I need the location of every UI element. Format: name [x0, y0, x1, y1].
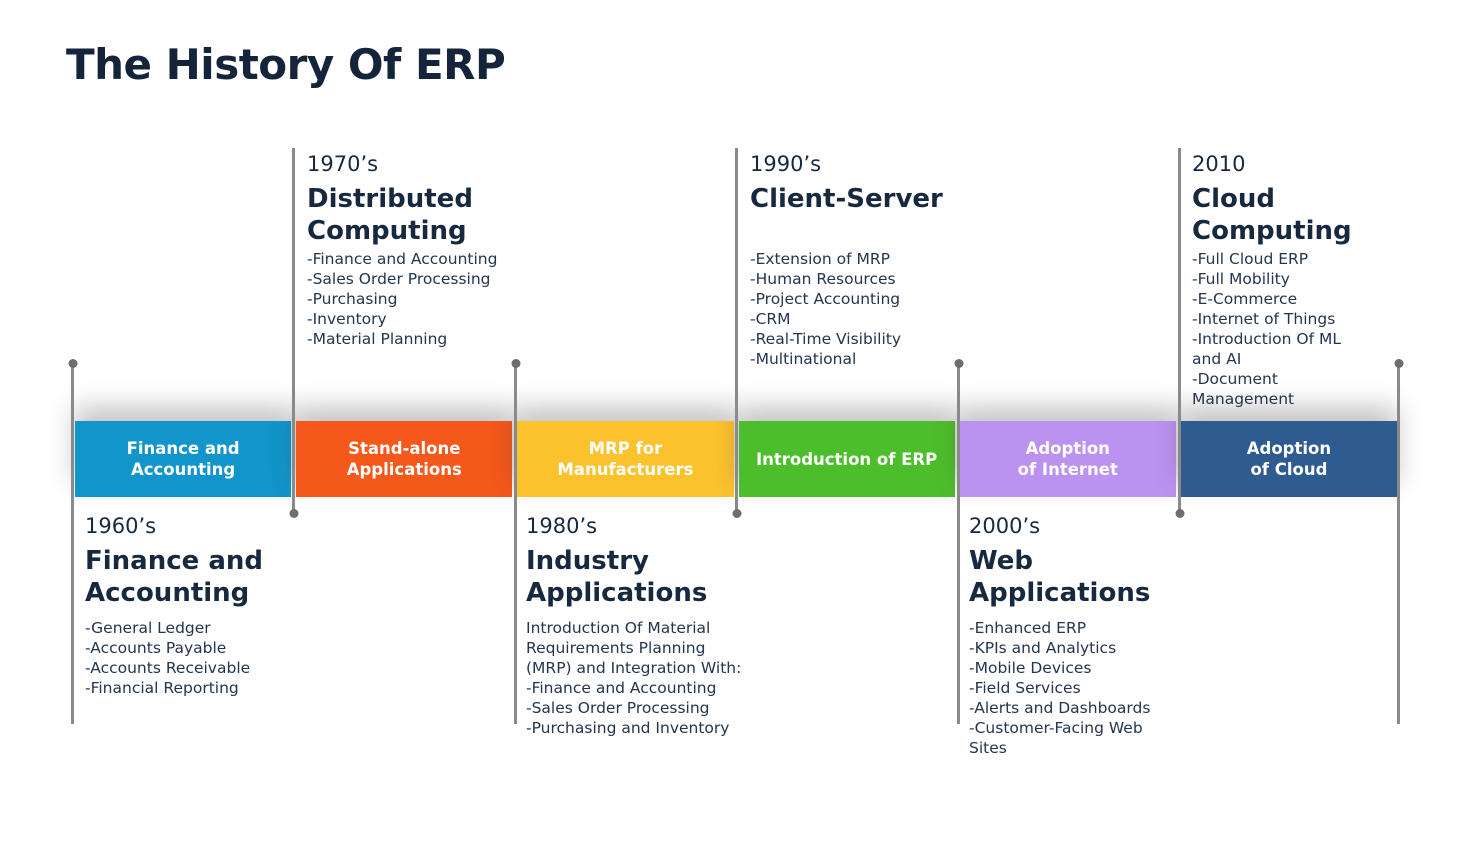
timeline-dot [1394, 359, 1403, 368]
bullet-item: -Financial Reporting [85, 679, 239, 697]
bullet-item: -Extension of MRP [750, 250, 890, 268]
bullet-item: -Purchasing and Inventory [526, 719, 730, 737]
bullet-item: -Mobile Devices [969, 659, 1092, 677]
bullet-item: -Purchasing [307, 290, 398, 308]
era-column-1980s: 1980’s Industry Applications Introductio… [526, 513, 774, 738]
era-decade: 1980’s [526, 514, 598, 538]
bullet-item: -Enhanced ERP [969, 619, 1087, 637]
era-block-label: MRP for Manufacturers [557, 439, 694, 479]
bullet-item: -Introduction Of ML and AI [1192, 330, 1341, 368]
timeline-dot [732, 509, 741, 518]
era-block-1990s: Introduction of ERP [738, 421, 955, 497]
bullet-item: -Multinational [750, 350, 857, 368]
bullet-item: -CRM [750, 310, 791, 328]
bullet-item: -Material Planning [307, 330, 448, 348]
era-block-1980s: MRP for Manufacturers [517, 421, 734, 497]
bullet-item: -Finance and Accounting [526, 679, 717, 697]
era-block-1960s: Finance and Accounting [75, 421, 292, 497]
page-title: The History Of ERP [66, 40, 506, 89]
era-heading: Cloud Computing [1192, 184, 1352, 246]
timeline-bar: Finance and Accounting Stand-alone Appli… [75, 421, 1398, 497]
timeline-dot [1175, 509, 1184, 518]
bullet-item: -Customer-Facing Web Sites [969, 719, 1143, 757]
bullet-item: -Finance and Accounting [307, 250, 498, 268]
bullet-item: -Human Resources [750, 270, 896, 288]
timeline-marker-line-2000s [954, 359, 963, 724]
bullet-item: -Accounts Receivable [85, 659, 251, 677]
era-block-label: Introduction of ERP [755, 449, 938, 469]
bullet-item: -KPIs and Analytics [969, 639, 1117, 657]
era-block-label: Adoption of Internet [1017, 439, 1118, 479]
era-heading: Web Applications [969, 546, 1151, 608]
era-block-label: Stand-alone Applications [346, 439, 462, 479]
era-bullet-list: -General Ledger -Accounts Payable -Account… [85, 618, 300, 698]
era-bullet-list: -Enhanced ERP -KPIs and Analytics -Mobile … [969, 618, 1191, 758]
era-column-2010: 2010 Cloud Computing -Full Cloud ERP-Ful… [1192, 151, 1380, 409]
era-heading: Finance and Accounting [85, 546, 264, 608]
era-bullet-list: -Extension of MRP -Human Resources -Projec… [750, 249, 978, 369]
timeline-marker-line-end [1394, 359, 1403, 724]
era-decade: 1990’s [750, 152, 822, 176]
timeline-dot [68, 359, 77, 368]
era-decade: 2000’s [969, 514, 1041, 538]
timeline-dot [289, 509, 298, 518]
era-column-1990s: 1990’s Client-Server -Extension of MRP -H… [750, 151, 978, 369]
timeline-marker-line-1970s [289, 148, 298, 518]
bullet-item: -Sales Order Processing [526, 699, 710, 717]
timeline-dot [511, 359, 520, 368]
era-heading: Industry Applications [526, 546, 708, 608]
era-block-label: Adoption of Cloud [1246, 439, 1332, 479]
timeline-marker-line-1990s [732, 148, 741, 518]
era-heading: Client-Server [750, 184, 943, 214]
era-block-label: Finance and Accounting [126, 439, 240, 479]
timeline-marker-line-1980s [511, 359, 520, 724]
timeline-marker-line-1960s [68, 359, 77, 724]
bullet-item: -Project Accounting [750, 290, 901, 308]
bullet-item: -Internet of Things [1192, 310, 1336, 328]
bullet-item: -E-Commerce [1192, 290, 1298, 308]
bullet-item: -Sales Order Processing [307, 270, 491, 288]
era-block-1970s: Stand-alone Applications [296, 421, 513, 497]
bullet-item: -Inventory [307, 310, 387, 328]
era-column-1960s: 1960’s Finance and Accounting -General L… [85, 513, 300, 698]
bullet-item: -Real-Time Visibility [750, 330, 901, 348]
timeline-dot [954, 359, 963, 368]
era-block-2000s: Adoption of Internet [959, 421, 1176, 497]
era-column-1970s: 1970’s Distributed Computing -Finance an… [307, 151, 527, 349]
bullet-item: -Full Mobility [1192, 270, 1290, 288]
bullet-item: -Alerts and Dashboards [969, 699, 1151, 717]
era-intro: Introduction Of Material Requirements Pl… [526, 619, 742, 677]
era-column-2000s: 2000’s Web Applications -Enhanced ERP -KP… [969, 513, 1191, 758]
bullet-item: -Full Cloud ERP [1192, 250, 1309, 268]
era-block-2010: Adoption of Cloud [1180, 421, 1398, 497]
era-decade: 2010 [1192, 152, 1246, 176]
era-decade: 1960’s [85, 514, 157, 538]
era-bullet-list: -Finance and Accounting -Sales Order Proc… [307, 249, 527, 349]
bullet-item: -Document Management [1192, 370, 1295, 408]
era-decade: 1970’s [307, 152, 379, 176]
timeline-marker-line-2010 [1175, 148, 1184, 518]
bullet-item: -Field Services [969, 679, 1081, 697]
era-heading: Distributed Computing [307, 184, 473, 246]
bullet-item: -General Ledger [85, 619, 211, 637]
era-bullet-list: -Finance and Accounting -Sales Order Proc… [526, 678, 774, 738]
era-bullet-list: -Full Cloud ERP -Full Mobility -E-Commerce… [1192, 249, 1380, 409]
bullet-item: -Accounts Payable [85, 639, 227, 657]
